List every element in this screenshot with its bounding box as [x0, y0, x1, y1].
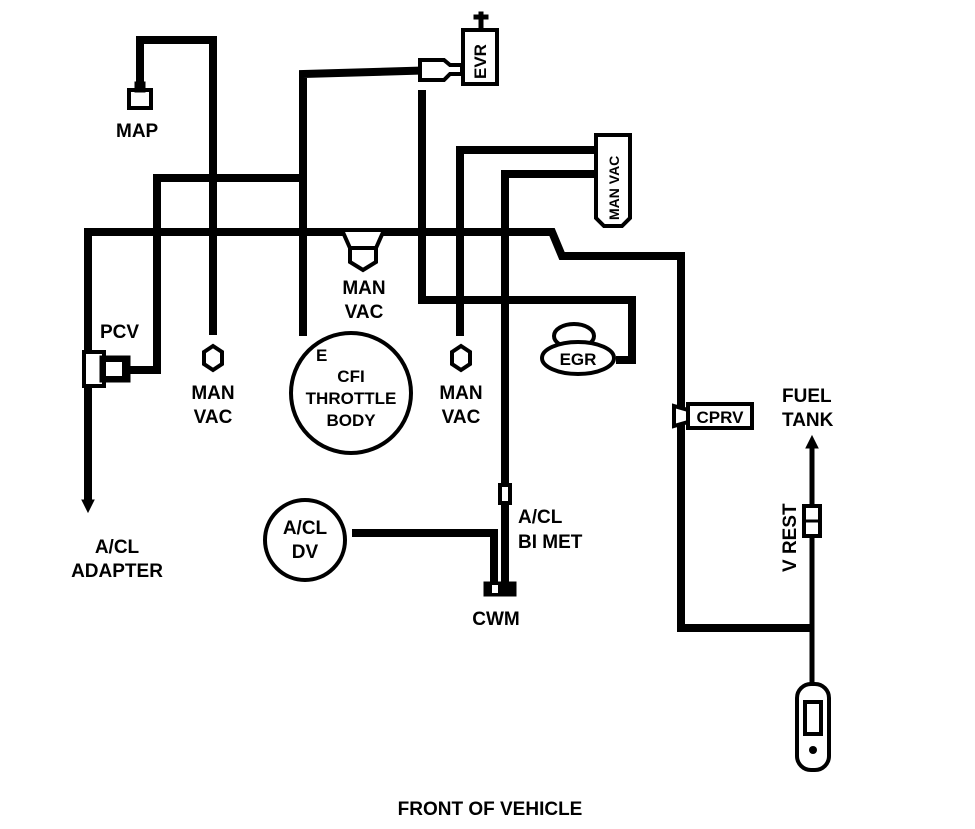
acl-bimet-sensor	[498, 483, 512, 505]
man-vac-center-fitting	[338, 228, 388, 273]
map-sensor	[127, 81, 153, 110]
man-vac-left-label-2: VAC	[194, 407, 233, 428]
man-vac-right-fitting	[450, 343, 472, 373]
cprv-nozzle	[672, 403, 690, 429]
vapor-canister	[795, 682, 831, 772]
evr-port	[418, 58, 464, 82]
egr-body	[540, 340, 616, 376]
throttle-body-label-1: CFI	[337, 367, 364, 386]
man-vac-port: MAN VAC	[594, 133, 632, 228]
canister-inlet-inner	[807, 704, 819, 732]
evr-solenoid: EVR	[418, 11, 499, 86]
throttle-body-marker: E	[316, 346, 327, 365]
cprv-valve: CPRV	[672, 402, 754, 430]
man-vac-center-label-1: MAN	[342, 278, 385, 299]
cwm-label: CWM	[472, 609, 519, 630]
evr-label: EVR	[471, 44, 490, 79]
man-vac-right-label-1: MAN	[439, 383, 482, 404]
man-vac-port-label: MAN VAC	[606, 156, 622, 220]
man-vac-left-label-1: MAN	[191, 383, 234, 404]
throttle-body-label-3: BODY	[326, 411, 376, 430]
evr-terminal-stem	[478, 11, 484, 31]
cwm-slot	[492, 585, 498, 593]
cfi-throttle-body	[289, 331, 413, 455]
fuel-tank-label-2: TANK	[782, 410, 834, 431]
egr-valve: EGR	[540, 322, 616, 376]
acl-dv-label-1: A/CL	[283, 518, 328, 539]
acl-adapter-tip	[81, 499, 95, 514]
fuel-tank-label-1: FUEL	[782, 386, 832, 407]
hose-evr-throttle	[299, 66, 441, 336]
pcv-window	[106, 362, 122, 376]
evr-terminal-bar	[473, 14, 489, 20]
vacuum-hoses	[84, 36, 815, 690]
man-vac-center-tee	[338, 228, 388, 250]
map-label: MAP	[116, 121, 159, 142]
hose-cprv-vrest	[677, 425, 812, 632]
acl-adapter-label-2: ADAPTER	[71, 561, 163, 582]
pcv-cap	[99, 355, 131, 383]
front-of-vehicle-label: FRONT OF VEHICLE	[398, 799, 583, 820]
canister-vent	[809, 746, 817, 754]
hose-bimet	[501, 170, 600, 590]
hose-acl-dv	[352, 529, 498, 585]
acl-bimet-label-2: BI MET	[518, 532, 583, 553]
v-rest-restrictor	[802, 504, 822, 538]
fuel-tank-arrow	[805, 434, 819, 449]
cwm-body	[483, 581, 517, 597]
cwm-valve	[483, 581, 517, 597]
hose-man-vac-right	[456, 146, 600, 336]
man-vac-port-body	[594, 133, 632, 228]
cprv-label: CPRV	[697, 408, 745, 427]
man-vac-right-label-2: VAC	[442, 407, 481, 428]
hose-egr	[470, 296, 636, 364]
hose-evr-vertical	[418, 90, 470, 304]
hose-pcv-upper	[130, 174, 300, 374]
acl-dv-label-2: DV	[292, 542, 319, 563]
man-vac-center-label-2: VAC	[345, 302, 384, 323]
throttle-body-label-2: THROTTLE	[306, 389, 397, 408]
acl-dv-motor	[263, 498, 347, 582]
v-rest-label: V REST	[780, 503, 801, 572]
pcv-valve	[82, 350, 131, 388]
hose-main-cross-right	[380, 228, 685, 410]
map-sensor-nipple	[134, 81, 146, 93]
acl-adapter-label-1: A/CL	[95, 537, 140, 558]
hose-map	[136, 36, 217, 335]
evr-body	[461, 28, 499, 86]
map-sensor-body	[127, 88, 153, 110]
pcv-label: PCV	[100, 322, 139, 343]
hose-main-cross	[84, 228, 346, 500]
man-vac-left-fitting	[202, 343, 224, 373]
egr-label: EGR	[560, 350, 597, 369]
acl-bimet-label-1: A/CL	[518, 507, 563, 528]
